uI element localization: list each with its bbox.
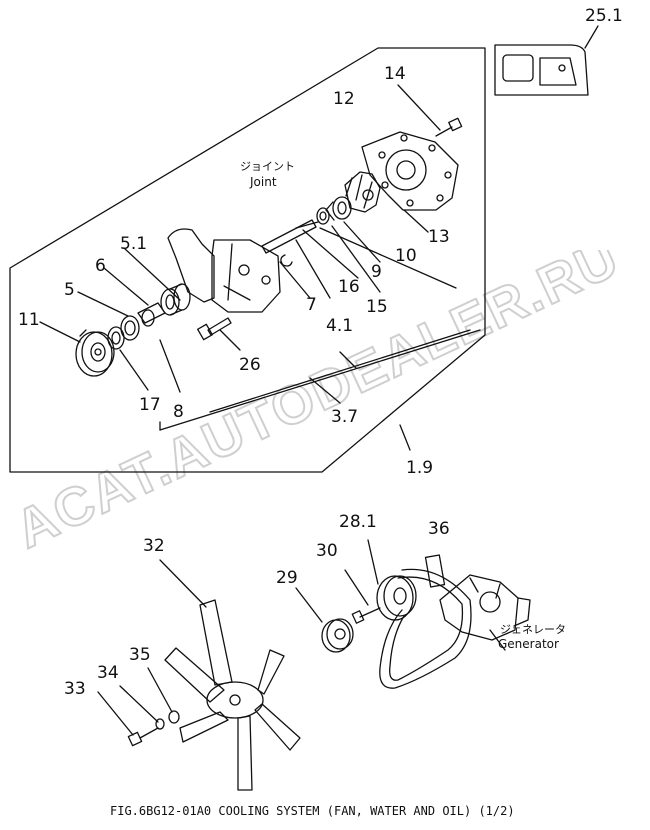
pump-cover-12 bbox=[361, 131, 459, 211]
callout-3-7: 3.7 bbox=[331, 407, 359, 427]
v-belt-36 bbox=[379, 554, 472, 689]
bearing-5-1 bbox=[160, 283, 191, 316]
joint-label-jp: ジョイント bbox=[240, 160, 295, 173]
ring-16 bbox=[316, 207, 330, 225]
bolt-26 bbox=[197, 317, 232, 341]
callout-26: 26 bbox=[239, 355, 261, 375]
alternator-pulley-28-1 bbox=[367, 539, 417, 621]
bolt-14 bbox=[397, 84, 463, 137]
gasket-25-1 bbox=[494, 25, 599, 96]
callout-13: 13 bbox=[428, 227, 450, 247]
callout-35: 35 bbox=[129, 645, 151, 665]
callout-5: 5 bbox=[64, 280, 75, 300]
generator bbox=[439, 574, 531, 651]
callout-9: 9 bbox=[371, 262, 382, 282]
callout-28-1: 28.1 bbox=[339, 512, 377, 532]
callout-16: 16 bbox=[338, 277, 360, 297]
callout-34: 34 bbox=[97, 663, 119, 683]
callout-7: 7 bbox=[306, 295, 317, 315]
bolt-33 bbox=[97, 691, 159, 747]
callout-15: 15 bbox=[366, 297, 388, 317]
fan-32 bbox=[159, 559, 301, 791]
callout-33: 33 bbox=[64, 679, 86, 699]
washer-34 bbox=[119, 685, 165, 730]
spacer-29 bbox=[295, 587, 354, 653]
assembly-outline bbox=[9, 47, 486, 473]
figure-caption: FIG.6BG12-01A0 COOLING SYSTEM (FAN, WATE… bbox=[110, 804, 515, 818]
pulley-11 bbox=[75, 329, 115, 377]
seal-9 bbox=[325, 196, 352, 221]
callout-4-1: 4.1 bbox=[326, 316, 354, 336]
generator-label-jp: ジェネレータ bbox=[500, 623, 566, 636]
callout-30: 30 bbox=[316, 541, 338, 561]
spacer-6 bbox=[137, 302, 166, 327]
callout-8: 8 bbox=[173, 402, 184, 422]
callout-11: 11 bbox=[18, 310, 40, 330]
pump-body bbox=[167, 228, 281, 313]
callout-36: 36 bbox=[428, 519, 450, 539]
generator-label-en: Generator bbox=[498, 637, 559, 651]
joint-label-en: Joint bbox=[250, 175, 277, 189]
callout-5-1: 5.1 bbox=[120, 234, 148, 254]
shaft-15 bbox=[261, 219, 319, 254]
callout-12: 12 bbox=[333, 89, 355, 109]
callout-29: 29 bbox=[276, 568, 298, 588]
bolt-30 bbox=[344, 569, 381, 624]
callout-14: 14 bbox=[384, 64, 406, 84]
washer-35 bbox=[147, 667, 180, 724]
callout-10: 10 bbox=[395, 246, 417, 266]
seals-5-8-17 bbox=[107, 315, 140, 350]
callout-32: 32 bbox=[143, 536, 165, 556]
callout-25-1: 25.1 bbox=[585, 6, 623, 26]
callout-6: 6 bbox=[95, 256, 106, 276]
impeller-10 bbox=[344, 171, 381, 213]
callout-1-9: 1.9 bbox=[406, 458, 434, 478]
callout-17: 17 bbox=[139, 395, 161, 415]
